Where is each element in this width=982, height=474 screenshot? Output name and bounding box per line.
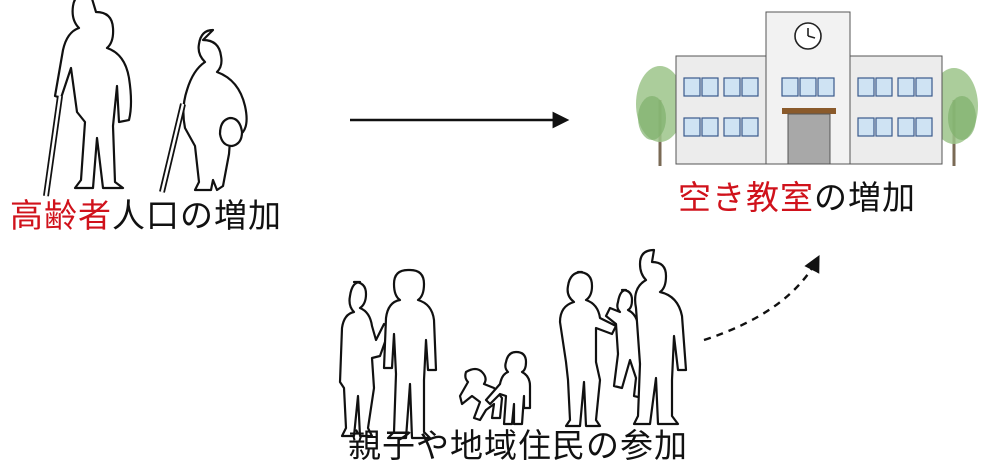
- elderly-label-accent: 高齢者: [10, 196, 112, 235]
- family-silhouettes-icon: [338, 248, 688, 440]
- school-building-icon: [675, 11, 943, 165]
- elderly-man-with-cane-icon: [43, 0, 133, 197]
- elderly-population-label: 高齢者人口の増加: [10, 196, 282, 236]
- clock-icon: [794, 22, 822, 50]
- community-participation-label: 親子や地域住民の参加: [348, 426, 688, 465]
- empty-classroom-label: 空き教室の増加: [678, 178, 916, 218]
- classroom-label-accent: 空き教室: [678, 178, 814, 217]
- tree-icon: [636, 66, 684, 166]
- dashed-arrow: [703, 255, 820, 342]
- classroom-label-rest: の増加: [814, 178, 916, 217]
- elderly-label-rest: 人口の増加: [112, 196, 282, 235]
- elderly-woman-with-cane-icon: [159, 28, 248, 193]
